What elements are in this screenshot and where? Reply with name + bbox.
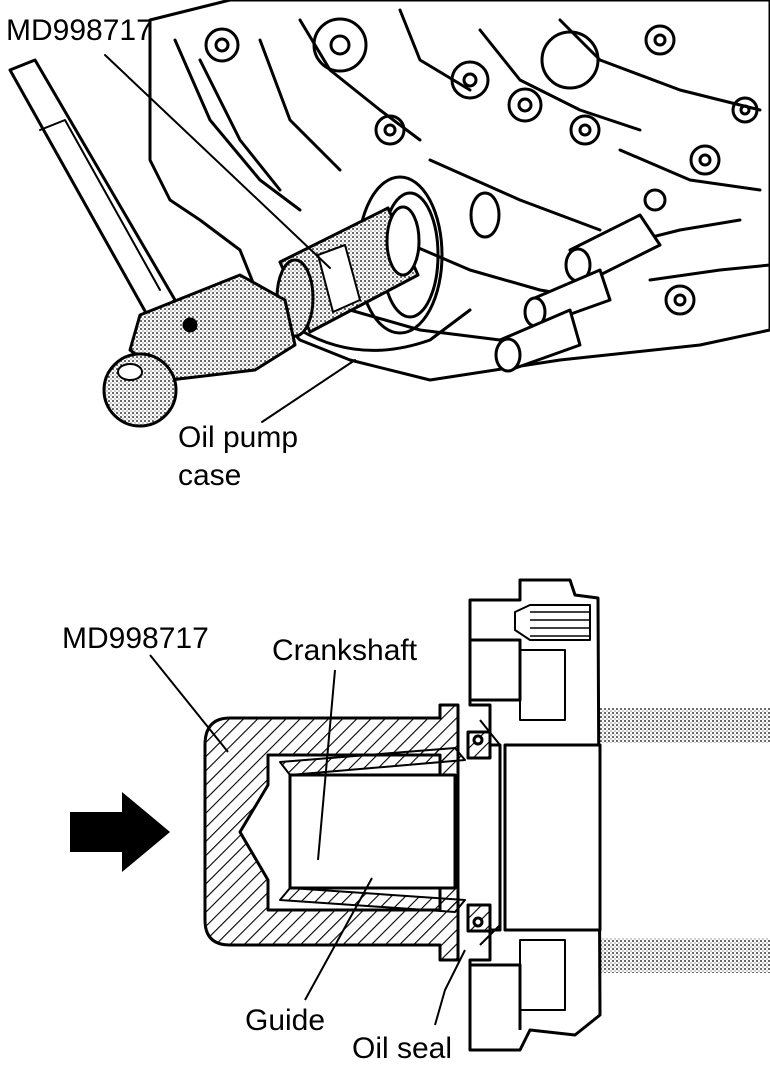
crankshaft-body bbox=[288, 773, 457, 890]
bottom-tool-label: MD998717 bbox=[62, 622, 209, 655]
oil-pump-case-label: Oil pump bbox=[178, 421, 298, 454]
guide-label: Guide bbox=[245, 1004, 325, 1037]
top-illustration bbox=[8, 0, 770, 428]
top-tool-label: MD998717 bbox=[6, 14, 153, 47]
crankshaft-label: Crankshaft bbox=[272, 634, 418, 667]
installer-tool bbox=[275, 205, 421, 338]
crankshaft-stub-lower bbox=[600, 938, 770, 973]
oil-seal-label: Oil seal bbox=[352, 1032, 452, 1065]
push-direction-arrow bbox=[70, 792, 170, 872]
bottom-leader-lines bbox=[149, 654, 466, 1026]
bottom-cross-section bbox=[203, 578, 770, 1052]
oil-pump-case-label-line2: case bbox=[178, 459, 241, 492]
crankshaft-stub-upper bbox=[600, 708, 770, 743]
hammer bbox=[8, 58, 297, 428]
case-leader-line bbox=[261, 359, 356, 423]
tool-leader-line bbox=[104, 54, 331, 269]
